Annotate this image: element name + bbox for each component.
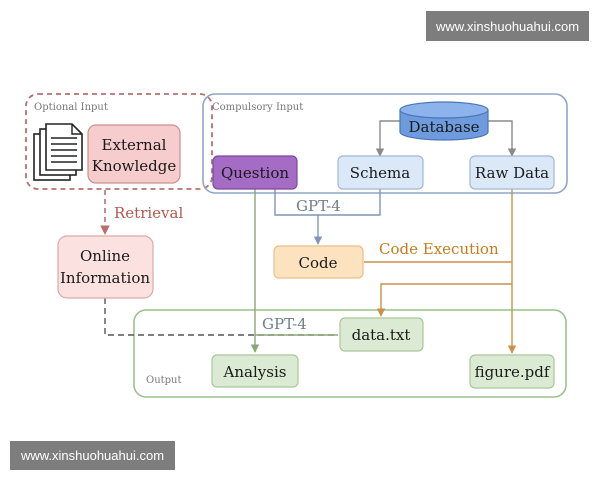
data-txt-node xyxy=(339,317,424,352)
compulsory-input-label: Compulsory Input xyxy=(212,102,303,113)
online-information-label-line2: Information xyxy=(60,269,150,287)
figure-pdf-node xyxy=(469,354,555,389)
execution-to-data-arrow xyxy=(376,283,512,317)
watermark-bottom: www.xinshuohuahui.com xyxy=(10,441,175,470)
data-txt-label: data.txt xyxy=(352,326,411,344)
retrieval-label: Retrieval xyxy=(114,204,183,222)
gpt4-code-label: GPT-4 xyxy=(296,197,341,215)
optional-input-label: Optional Input xyxy=(34,102,108,113)
external-knowledge-label-line2: Knowledge xyxy=(92,157,177,175)
external-knowledge-node xyxy=(87,124,181,184)
analysis-node xyxy=(211,354,299,388)
raw-data-node xyxy=(469,155,555,190)
schema-node xyxy=(337,155,424,190)
question-to-code-line xyxy=(274,189,318,216)
database-to-rawdata-arrow xyxy=(488,120,517,157)
output-group xyxy=(133,309,567,398)
gpt4-analysis-label: GPT-4 xyxy=(262,315,307,333)
compulsory-input-group xyxy=(202,93,568,194)
online-information-node xyxy=(57,235,154,299)
documents-icon xyxy=(33,123,83,181)
external-knowledge-label-line1: External xyxy=(102,136,167,154)
code-node xyxy=(273,245,364,279)
code-execution-label: Code Execution xyxy=(379,240,499,258)
figure-pdf-label: figure.pdf xyxy=(475,363,551,381)
database-node xyxy=(399,101,489,141)
optional-input-group xyxy=(25,93,213,190)
code-label: Code xyxy=(299,254,338,272)
raw-data-label: Raw Data xyxy=(475,164,549,182)
question-label: Question xyxy=(221,164,289,182)
database-label: Database xyxy=(408,118,479,136)
watermark-top: www.xinshuohuahui.com xyxy=(426,11,589,41)
analysis-label: Analysis xyxy=(223,363,287,381)
database-to-schema-arrow xyxy=(375,120,400,157)
output-label: Output xyxy=(146,375,182,386)
question-node xyxy=(212,155,298,190)
schema-to-code-line xyxy=(318,189,381,216)
schema-label: Schema xyxy=(350,164,410,182)
online-information-label-line1: Online xyxy=(80,247,130,265)
